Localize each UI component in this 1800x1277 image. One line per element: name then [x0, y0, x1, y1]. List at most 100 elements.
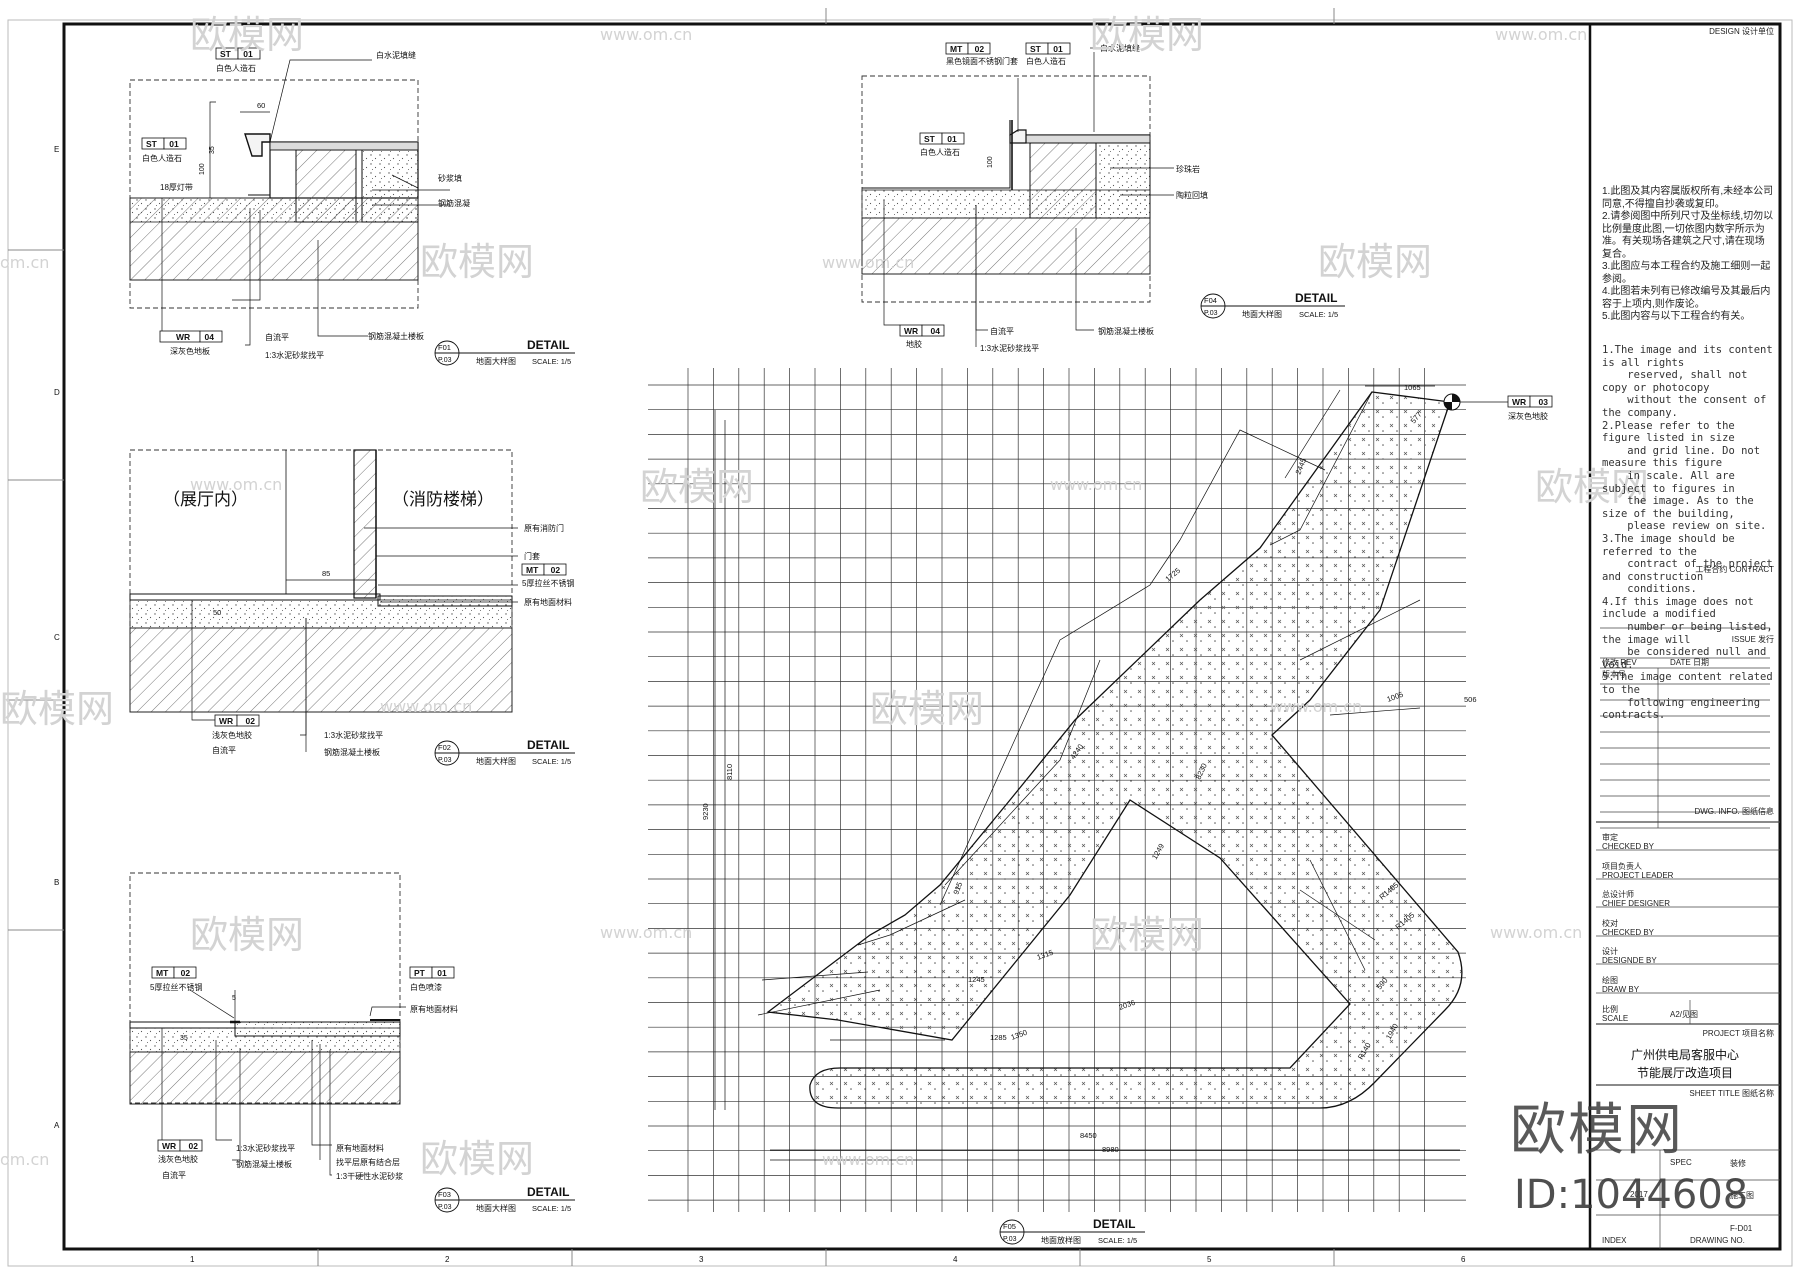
setting-out-grid [648, 368, 1466, 1212]
f05-dimension-label: 8980 [1102, 1145, 1119, 1154]
watermark-site: www.om.cn [190, 475, 282, 494]
row-leader-en: PROJECT LEADER [1602, 871, 1674, 880]
watermark-site: om.cn [0, 1150, 49, 1169]
row-draw-en: DRAW BY [1602, 985, 1640, 994]
f03-code: F03 [438, 1190, 451, 1199]
watermark-logo: 欧模网 [420, 1137, 534, 1181]
watermark-site: www.om.cn [600, 25, 692, 44]
watermark-site: www.om.cn [380, 697, 472, 716]
title-block-lines [1596, 627, 1780, 1249]
f01-code: F01 [438, 343, 451, 352]
f03-scale: SCALE: 1/5 [532, 1204, 571, 1213]
watermarks: 欧模网 www.om.cn 欧模网 www.om.cn om.cn 欧模网 ww… [0, 13, 1649, 1181]
ramp-shape [766, 391, 1463, 1109]
row-leader-cn: 项目负责人 [1602, 862, 1642, 871]
grid-number: 5 [1207, 1255, 1212, 1264]
stage-value: 施工图 [1730, 1191, 1754, 1200]
f05-page: P.03 [1003, 1236, 1017, 1243]
f05-dimension-label: 1065 [1404, 383, 1421, 392]
grid-letter: E [54, 145, 59, 154]
watermark-site: www.om.cn [600, 923, 692, 942]
f02-right-1: 原有消防门 [524, 523, 564, 533]
f05-title-cn: 地面放样图 [1041, 1235, 1081, 1245]
f05-dimension-label: 1725 [1164, 566, 1183, 584]
f02-tag-bottom-text: 浅灰色地胶 [212, 730, 252, 740]
watermark-site: www.om.cn [822, 1150, 914, 1169]
spec-value: 装修 [1730, 1159, 1746, 1168]
f05-dimension-label: 1350 [1010, 1028, 1029, 1042]
f05-dimension-label: 9230 [701, 803, 710, 820]
f02-title-cn: 地面大样图 [476, 756, 516, 766]
edge-ticks [8, 8, 1335, 1266]
f02-scale: SCALE: 1/5 [532, 757, 571, 766]
scale-cn: 比例 [1602, 1005, 1618, 1014]
f02-code: F02 [438, 743, 451, 752]
version-no-label: 版本号 [1602, 670, 1626, 679]
f01-bottom-2: 1:3水泥砂浆找平 [265, 350, 324, 360]
sheet-title-label: SHEET TITLE 图纸名称 [1689, 1089, 1774, 1098]
f03-title-en: DETAIL [527, 1185, 569, 1199]
watermark-logo: 欧模网 [0, 687, 114, 731]
detail-f03: MT 02 5厚拉丝不锈钢 PT 01 白色喷漆 原有地面材料 5 35 WR … [129, 872, 575, 1213]
f02-tag: MT 02 [526, 565, 560, 575]
f04-scale: SCALE: 1/5 [1299, 310, 1338, 319]
notes-english: 1.The image and its content is all right… [1602, 344, 1773, 722]
f02-room-right: （消防楼梯） [392, 490, 494, 509]
f05-dimension-label: 8110 [725, 764, 734, 780]
grid-number: 2 [445, 1255, 450, 1264]
watermark-site: www.om.cn [1270, 697, 1362, 716]
f01-tag-left: ST 01 [146, 139, 179, 149]
f04-bottom-2: 1:3水泥砂浆找平 [980, 343, 1039, 353]
watermark-logo: 欧模网 [1318, 240, 1432, 284]
f04-dim-100: 100 [987, 156, 994, 168]
f03-title-cn: 地面大样图 [476, 1203, 516, 1213]
f05-dimension-label: 506 [1464, 695, 1477, 704]
f01-right-1: 白水泥填缝 [376, 50, 416, 60]
watermark-site: om.cn [0, 253, 49, 272]
row-chief-en: CHIEF DESIGNER [1602, 899, 1671, 908]
f04-title-cn: 地面大样图 [1242, 309, 1282, 319]
f03-tag-pt: PT 01 [414, 968, 447, 978]
watermark-site: www.om.cn [1490, 923, 1582, 942]
scale-en: SCALE [1602, 1014, 1629, 1023]
watermark-logo: 欧模网 [190, 13, 304, 57]
f02-tag-bottom: WR 02 [219, 716, 255, 726]
row-check2-cn: 校对 [1602, 919, 1618, 928]
grid-letter: D [54, 388, 60, 397]
f03-tag-mt-text: 5厚拉丝不锈钢 [150, 982, 202, 992]
f05-tag: WR 03 [1512, 397, 1548, 407]
f03-tag-mt: MT 02 [156, 968, 190, 978]
dwg-info-label: DWG. INFO. 图纸信息 [1694, 807, 1774, 816]
f01-dim-35: 35 [209, 146, 216, 154]
f05-scale: SCALE: 1/5 [1098, 1236, 1137, 1245]
f01-page: P.03 [438, 357, 452, 364]
f01-dim-60: 60 [257, 101, 265, 110]
f05-tag-text: 深灰色地胶 [1508, 411, 1548, 421]
f01-tag-bottom-text: 深灰色地板 [170, 346, 210, 356]
f03-bottom-1: 1:3水泥砂浆找平 [236, 1143, 295, 1153]
f03-tag-bottom-text: 浅灰色地胶 [158, 1154, 198, 1164]
watermark-logo: 欧模网 [420, 240, 534, 284]
f02-title-en: DETAIL [527, 738, 569, 752]
f01-dim-100: 100 [199, 163, 206, 175]
f02-right-2: 门套 [524, 551, 540, 561]
watermark-site: www.om.cn [1495, 25, 1587, 44]
f02-bottom-1: 1:3水泥砂浆找平 [324, 730, 383, 740]
f03-page: P.03 [438, 1204, 452, 1211]
watermark-logo: 欧模网 [1090, 13, 1204, 57]
contract-label: 工程合约 CONTRACT [1695, 565, 1774, 574]
f05-dimension-label: 8450 [1080, 1131, 1097, 1140]
f03-bottom-4: 找平层原有结合层 [336, 1157, 400, 1167]
f01-tag-top: ST 01 [220, 49, 253, 59]
watermark-logo: 欧模网 [1535, 465, 1649, 509]
f02-tag-text: 5厚拉丝不锈钢 [522, 578, 574, 588]
f05-dimension-label: 1285 [990, 1033, 1007, 1042]
date-label: DATE 日期 [1670, 658, 1709, 667]
notes-chinese: 1.此图及其内容属版权所有,未经本公司同意,不得擅自抄袭或复印。 2.请参阅图中… [1602, 186, 1774, 322]
f05-dimension-label: 1005 [1386, 690, 1405, 704]
f04-code: F04 [1204, 296, 1217, 305]
f03-bottom-2: 钢筋混凝土楼板 [236, 1159, 292, 1169]
